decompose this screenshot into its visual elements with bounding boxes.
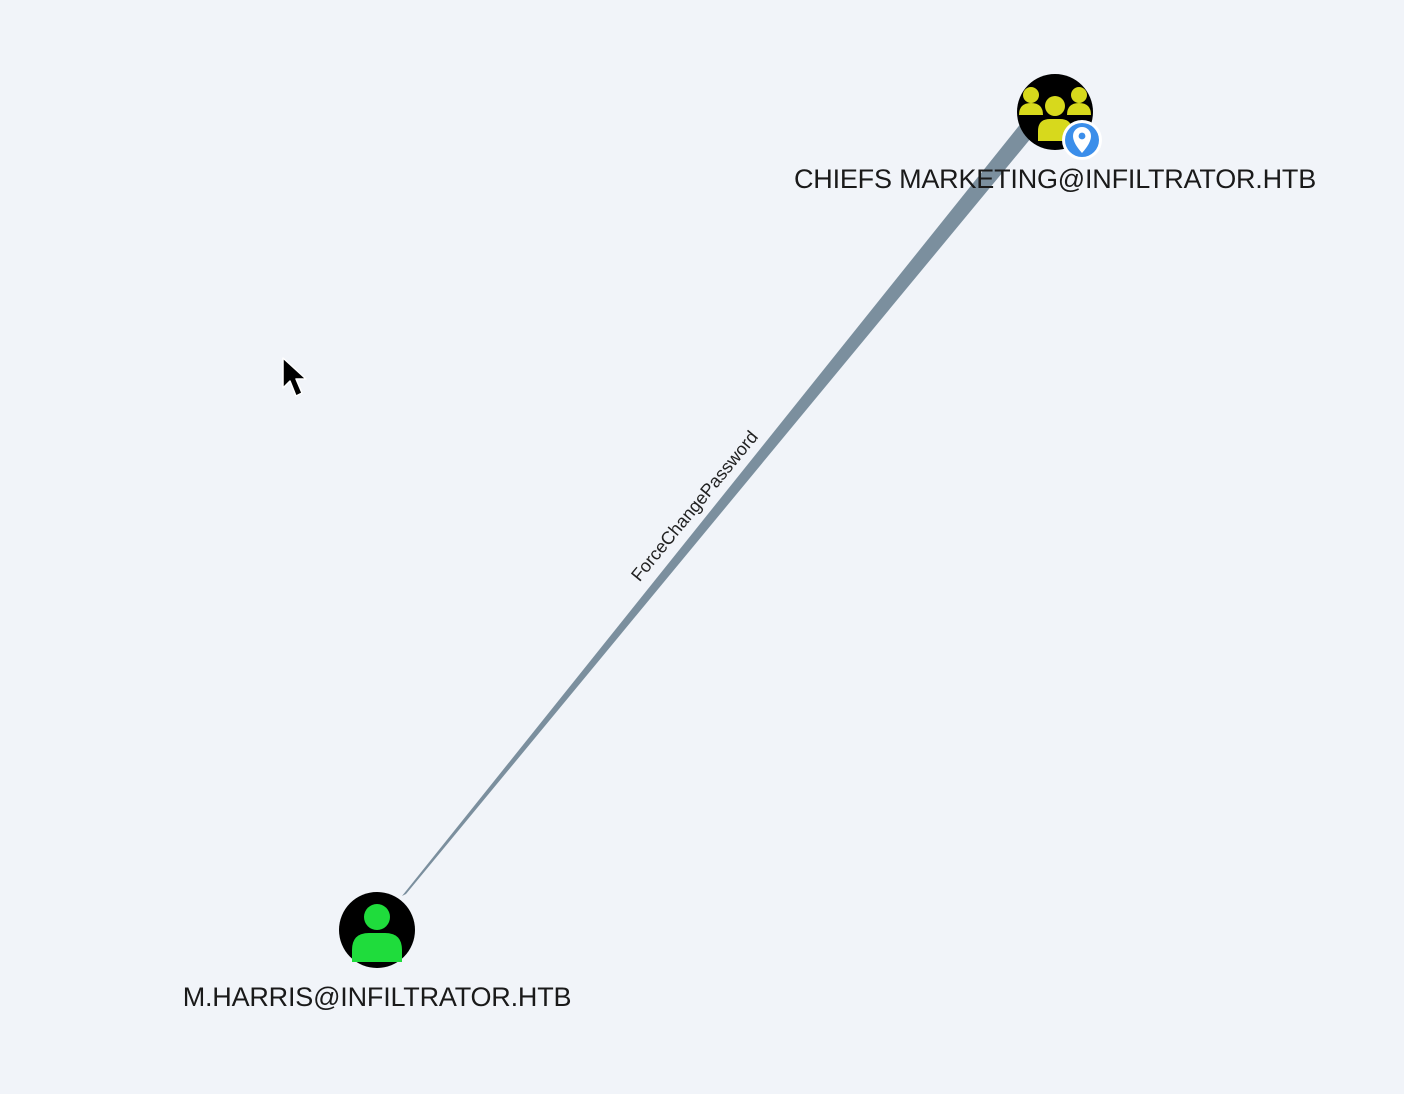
node-label-chiefs-marketing: CHIEFS MARKETING@INFILTRATOR.HTB	[794, 164, 1316, 194]
node-chiefs-marketing[interactable]: CHIEFS MARKETING@INFILTRATOR.HTB	[794, 74, 1316, 194]
edge-label: ForceChangePassword	[627, 427, 762, 585]
node-label-m-harris: M.HARRIS@INFILTRATOR.HTB	[183, 982, 572, 1012]
edge-forcechangepassword[interactable]: ForceChangePassword	[402, 122, 1036, 896]
edge-line[interactable]	[402, 122, 1036, 896]
node-m-harris[interactable]: M.HARRIS@INFILTRATOR.HTB	[183, 892, 572, 1012]
location-pin-icon	[1062, 120, 1102, 160]
user-icon	[352, 904, 402, 962]
mouse-cursor-icon	[282, 357, 307, 397]
